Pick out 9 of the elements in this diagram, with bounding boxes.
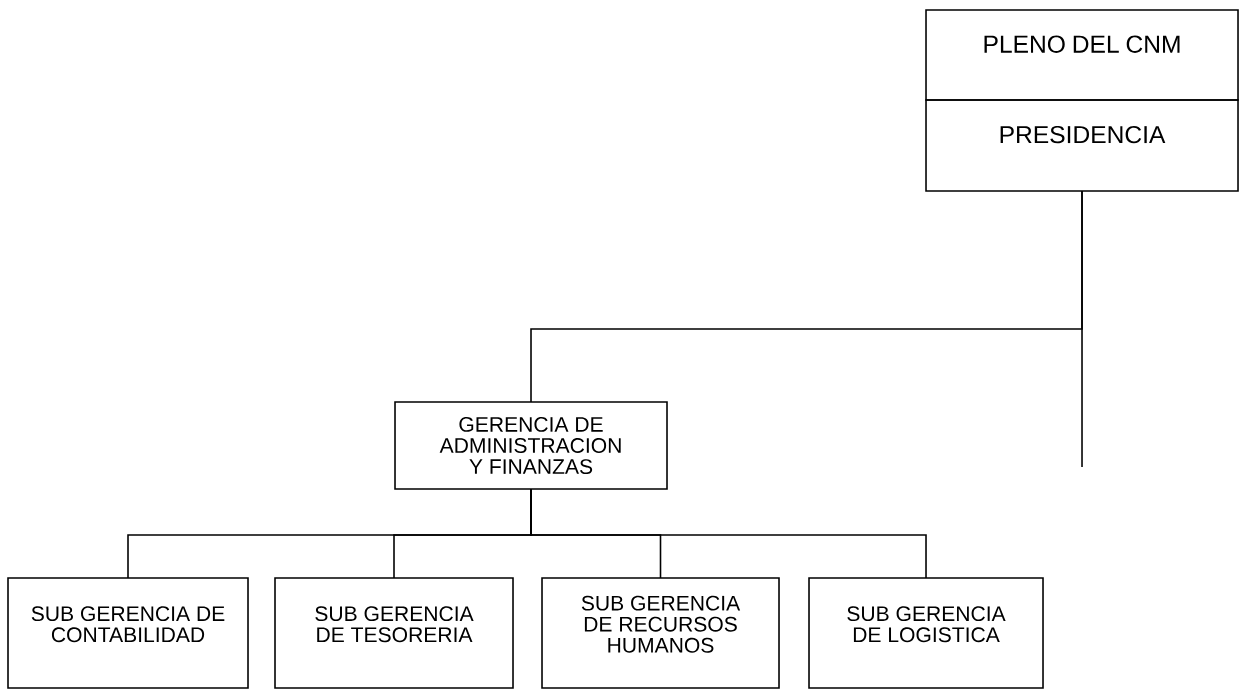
org-box: PLENO DEL CNM bbox=[925, 9, 1239, 101]
org-box: SUB GERENCIA DE LOGISTICA bbox=[808, 577, 1044, 689]
connector-line bbox=[530, 488, 927, 579]
org-box: PRESIDENCIA bbox=[925, 99, 1239, 192]
org-box: GERENCIA DE ADMINISTRACION Y FINANZAS bbox=[394, 401, 668, 490]
org-box: SUB GERENCIA DE RECURSOS HUMANOS bbox=[541, 577, 780, 689]
connector-line bbox=[1081, 190, 1083, 468]
org-box: SUB GERENCIA DE CONTABILIDAD bbox=[7, 577, 249, 689]
org-box: SUB GERENCIA DE TESORERIA bbox=[274, 577, 514, 689]
